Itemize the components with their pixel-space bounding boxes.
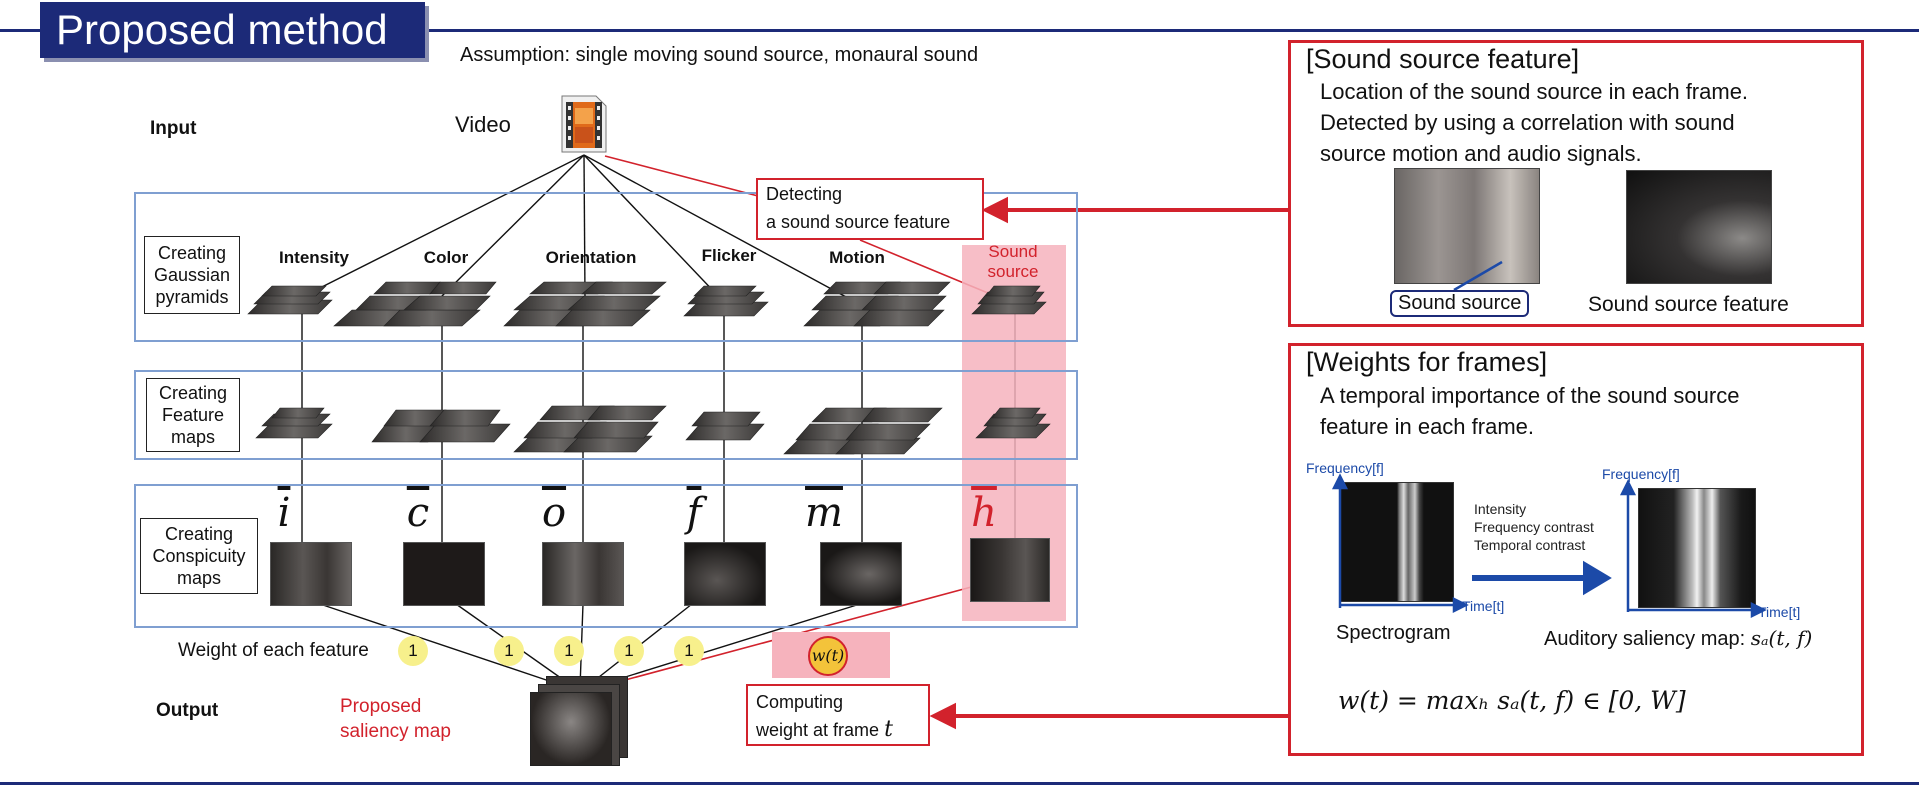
- stage-frame-gaussian: [134, 192, 1078, 342]
- link-video-motion: [583, 154, 849, 299]
- panel-sound-description: Location of the sound source in each fra…: [1320, 79, 1749, 166]
- video-label: Video: [455, 112, 511, 137]
- link-video-color: [439, 154, 585, 299]
- transform-description: Intensity Frequency contrast Temporal co…: [1474, 501, 1594, 553]
- compute-weight-box: Computing weight at frame t: [746, 684, 930, 746]
- feature-label-color: Color: [423, 248, 469, 267]
- stage-label-conspicuity: Creating Conspicuity maps: [140, 518, 258, 594]
- weight-bubble-color: 1: [494, 636, 524, 666]
- row-label-output: Output: [156, 700, 219, 721]
- panel-sound-title: [Sound source feature]: [1306, 44, 1580, 74]
- stage-label-gaussian: Creating Gaussian pyramids: [144, 236, 240, 314]
- feature-label-orientation: Orientation: [545, 248, 637, 267]
- feature-label-sound-source: Sound source: [987, 242, 1039, 281]
- spectrogram-time-axis-label: Time[t]: [1462, 598, 1505, 614]
- auditory-saliency-map-image: [1638, 488, 1756, 608]
- output-saliency-map: [530, 692, 612, 766]
- weight-bubble-intensity: 1: [398, 636, 428, 666]
- panel-weights-description: A temporal importance of the sound sourc…: [1320, 383, 1740, 439]
- detect-sound-source-box: Detecting a sound source feature: [756, 178, 984, 240]
- symbol-o-bar: o: [541, 490, 567, 536]
- symbol-f-bar: f: [686, 490, 702, 536]
- pyramid-stacks: [247, 281, 1051, 455]
- auditory-saliency-label: Auditory saliency map: sₐ(t, f): [1544, 626, 1813, 650]
- link-video-detect: [604, 155, 759, 197]
- stage-frame-conspicuity: [134, 484, 1078, 628]
- assumption-text: Assumption: single moving sound source, …: [460, 44, 979, 66]
- weight-bubble-motion: 1: [674, 636, 704, 666]
- spectrogram-freq-axis-label: Frequency[f]: [1306, 460, 1384, 476]
- conspicuity-map-sound: [970, 538, 1050, 602]
- feature-label-flicker: Flicker: [701, 246, 757, 265]
- header-rule: [0, 29, 1919, 32]
- weight-formula: w(t) = maxₕ sₐ(t, f) ∈ [0, W]: [1338, 686, 1686, 715]
- sound-source-feature-caption: Sound source feature: [1588, 293, 1789, 316]
- stage-frame-feature: [134, 370, 1078, 460]
- sound-source-frame-image: [1394, 168, 1540, 284]
- proposed-saliency-label: Proposed saliency map: [340, 696, 451, 742]
- weight-bubble-flicker: 1: [614, 636, 644, 666]
- symbol-i-bar: i: [277, 490, 291, 536]
- conspicuity-map-color: [403, 542, 485, 606]
- spectrogram-caption: Spectrogram: [1336, 622, 1451, 644]
- conspicuity-map-orientation: [542, 542, 624, 606]
- sound-source-feature-image: [1626, 170, 1772, 284]
- saliency-time-axis-label: Time[t]: [1758, 604, 1801, 620]
- conspicuity-map-motion: [820, 542, 902, 606]
- sound-source-badge: Sound source: [1390, 290, 1530, 317]
- symbol-c-bar: c: [406, 490, 430, 536]
- weight-of-each-feature-label: Weight of each feature: [178, 640, 369, 661]
- feature-label-motion: Motion: [829, 248, 885, 267]
- weights-axes-and-arrow: [1331, 473, 1767, 619]
- sound-source-pointer: [1453, 260, 1503, 292]
- weight-t-bubble: w(t): [808, 636, 848, 676]
- conspicuity-map-intensity: [270, 542, 352, 606]
- panel-weights-title: [Weights for frames]: [1306, 347, 1548, 377]
- symbol-h-bar: h: [971, 490, 997, 536]
- feature-label-intensity: Intensity: [279, 248, 349, 267]
- link-video-intensity: [299, 154, 585, 299]
- stage-label-feature: Creating Feature maps: [146, 378, 240, 452]
- footer-rule: [0, 782, 1919, 785]
- video-file-icon: [560, 94, 608, 154]
- symbol-m-bar: m: [805, 490, 843, 536]
- link-video-flicker: [583, 154, 721, 299]
- conspicuity-map-flicker: [684, 542, 766, 606]
- link-video-orientation: [583, 154, 586, 299]
- page-title: Proposed method: [40, 2, 425, 58]
- weight-bubble-orientation: 1: [554, 636, 584, 666]
- row-label-input: Input: [150, 118, 197, 139]
- saliency-freq-axis-label: Frequency[f]: [1602, 466, 1680, 482]
